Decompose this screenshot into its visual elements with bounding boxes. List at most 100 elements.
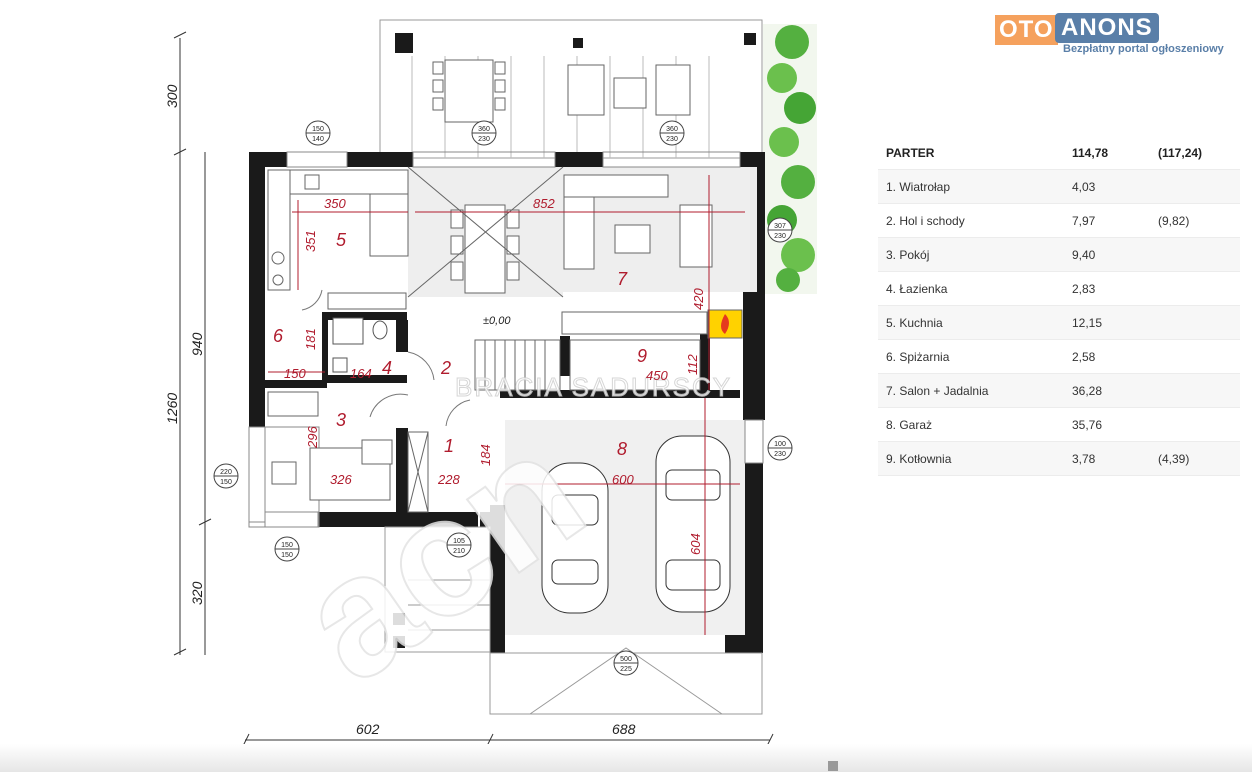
dimension-label: 420 xyxy=(691,288,706,310)
fireplace-icon xyxy=(561,309,743,339)
window-tag: 100 230 xyxy=(767,435,793,461)
room-alt-area xyxy=(1150,237,1240,272)
room-area: 4,03 xyxy=(1064,169,1150,204)
table-header-row: PARTER 114,78 (117,24) xyxy=(878,136,1240,170)
logo-part-anons: ANONS xyxy=(1055,13,1159,43)
dimension-label: 326 xyxy=(330,472,352,487)
room-alt-area xyxy=(1150,271,1240,306)
svg-text:210: 210 xyxy=(453,548,465,555)
room-number: 9 xyxy=(637,346,647,366)
svg-text:150: 150 xyxy=(312,126,324,133)
bed-icon xyxy=(267,391,393,501)
watermark-brand: BRACIA SADURSCY xyxy=(455,372,732,402)
room-number: 1 xyxy=(444,436,454,456)
room-name: 6. Spiżarnia xyxy=(878,339,1064,374)
svg-text:307: 307 xyxy=(774,223,786,230)
room-name: 8. Garaż xyxy=(878,407,1064,442)
table-row: 7. Salon + Jadalnia 36,28 xyxy=(878,373,1240,408)
dimension-label: 604 xyxy=(688,533,703,555)
logo-tagline: Bezpłatny portal ogłoszeniowy xyxy=(1063,43,1224,55)
dimension-label: 350 xyxy=(324,196,346,211)
room-area-table: PARTER 114,78 (117,24) 1. Wiatrołap 4,03… xyxy=(878,136,1240,476)
room-number: 8 xyxy=(617,439,627,459)
room-number: 3 xyxy=(336,410,346,430)
table-row: 3. Pokój 9,40 xyxy=(878,237,1240,272)
room-name: 2. Hol i schody xyxy=(878,203,1064,238)
dimension-label: 852 xyxy=(533,196,555,211)
window-tag: 150 150 xyxy=(274,536,300,562)
room-alt-area xyxy=(1150,305,1240,340)
dimension-label: 112 xyxy=(685,354,700,375)
svg-text:500: 500 xyxy=(620,656,632,663)
dimension-label: 351 xyxy=(303,230,318,252)
car-icon xyxy=(541,462,609,614)
room-area: 2,83 xyxy=(1064,271,1150,306)
kitchen-counter-icon xyxy=(267,169,409,310)
room-name: 5. Kuchnia xyxy=(878,305,1064,340)
svg-text:230: 230 xyxy=(666,136,678,143)
room-name: 4. Łazienka xyxy=(878,271,1064,306)
table-row: 6. Spiżarnia 2,58 xyxy=(878,339,1240,374)
table-row: 9. Kotłownia 3,78 (4,39) xyxy=(878,441,1240,476)
room-name: 9. Kotłownia xyxy=(878,441,1064,476)
header-name: PARTER xyxy=(878,136,1064,170)
room-area: 36,28 xyxy=(1064,373,1150,408)
window-tag: 220 150 xyxy=(213,463,239,489)
outer-dimension-label: 300 xyxy=(164,84,180,108)
outer-dimension-label: 1260 xyxy=(164,393,180,424)
window-tag: 500 225 xyxy=(613,650,639,676)
room-area: 3,78 xyxy=(1064,441,1150,476)
dimension-label: 450 xyxy=(646,368,668,383)
table-row: 4. Łazienka 2,83 xyxy=(878,271,1240,306)
dimension-label: 184 xyxy=(478,444,493,466)
room-area: 2,58 xyxy=(1064,339,1150,374)
floor-level-label: ±0,00 xyxy=(483,315,511,327)
terrace-lounge-set-icon xyxy=(567,64,691,116)
svg-text:150: 150 xyxy=(220,479,232,486)
svg-text:150: 150 xyxy=(281,542,293,549)
dimension-label: 164 xyxy=(350,366,372,381)
svg-text:150: 150 xyxy=(281,552,293,559)
header-area: 114,78 xyxy=(1064,136,1150,170)
dimension-label: 296 xyxy=(305,426,320,449)
room-area: 7,97 xyxy=(1064,203,1150,238)
table-row: 8. Garaż 35,76 xyxy=(878,407,1240,442)
table-row: 5. Kuchnia 12,15 xyxy=(878,305,1240,340)
room-alt-area: (9,82) xyxy=(1150,203,1240,238)
svg-text:230: 230 xyxy=(478,136,490,143)
bottom-band xyxy=(0,744,1252,772)
room-alt-area xyxy=(1150,373,1240,408)
header-alt: (117,24) xyxy=(1150,136,1240,170)
dining-table-icon xyxy=(407,166,564,298)
window-tag: 360 230 xyxy=(659,120,685,146)
table-row: 2. Hol i schody 7,97 (9,82) xyxy=(878,203,1240,238)
room-number: 6 xyxy=(273,326,284,346)
outer-dimension-label: 602 xyxy=(356,721,380,737)
room-area: 35,76 xyxy=(1064,407,1150,442)
otoanons-logo[interactable]: OTO ANONS Bezpłatny portal ogłoszeniowy xyxy=(995,13,1243,61)
svg-text:100: 100 xyxy=(774,441,786,448)
window-tag: 105 210 xyxy=(446,532,472,558)
scroll-indicator[interactable] xyxy=(828,761,838,771)
room-alt-area xyxy=(1150,407,1240,442)
room-area: 9,40 xyxy=(1064,237,1150,272)
svg-text:140: 140 xyxy=(312,136,324,143)
room-alt-area: (4,39) xyxy=(1150,441,1240,476)
stairs-icon xyxy=(474,339,701,391)
svg-text:230: 230 xyxy=(774,233,786,240)
room-area: 12,15 xyxy=(1064,305,1150,340)
svg-text:225: 225 xyxy=(620,666,632,673)
outer-dimension-label: 688 xyxy=(612,721,636,737)
car-icon xyxy=(655,435,731,613)
room-name: 3. Pokój xyxy=(878,237,1064,272)
svg-text:105: 105 xyxy=(453,538,465,545)
svg-text:230: 230 xyxy=(774,451,786,458)
outer-dimension-label: 940 xyxy=(189,332,205,356)
logo-part-oto: OTO xyxy=(995,15,1058,45)
room-name: 7. Salon + Jadalnia xyxy=(878,373,1064,408)
outer-dimension-label: 320 xyxy=(189,581,205,605)
floor-plan: acn BRACIA SADURSCY 1 2 3 4 5 6 7 8 9 35… xyxy=(164,19,817,771)
room-number: 7 xyxy=(617,269,628,289)
wardrobe-icon xyxy=(407,431,429,513)
dimension-label: 181 xyxy=(303,328,318,350)
